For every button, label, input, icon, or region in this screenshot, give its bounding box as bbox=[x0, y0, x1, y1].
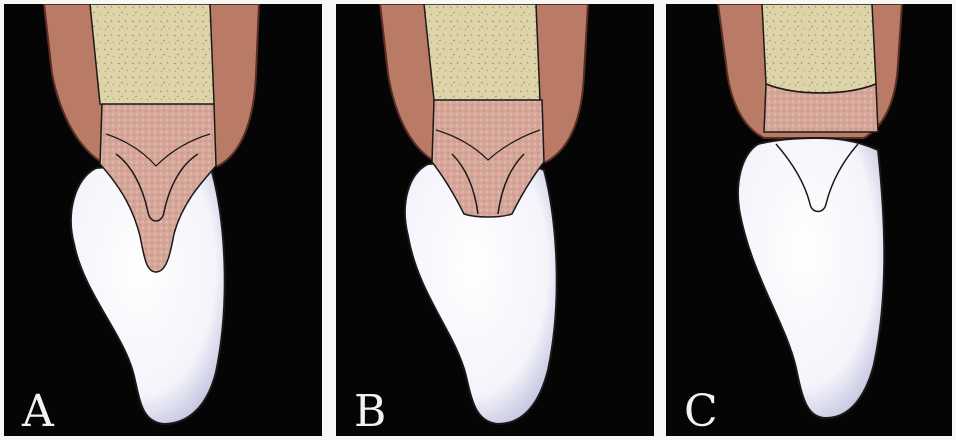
panel-b-illustration: B bbox=[336, 4, 654, 436]
panel-c-letter: C bbox=[684, 386, 718, 436]
panel-a-letter: A bbox=[21, 386, 55, 436]
panel-c-pulp bbox=[762, 4, 876, 93]
panel-a: A bbox=[4, 4, 322, 436]
panel-c: C bbox=[666, 4, 952, 436]
panel-c-illustration: C bbox=[666, 4, 952, 436]
panel-a-illustration: A bbox=[4, 4, 322, 436]
panel-b: B bbox=[336, 4, 654, 436]
panel-b-letter: B bbox=[354, 386, 386, 436]
